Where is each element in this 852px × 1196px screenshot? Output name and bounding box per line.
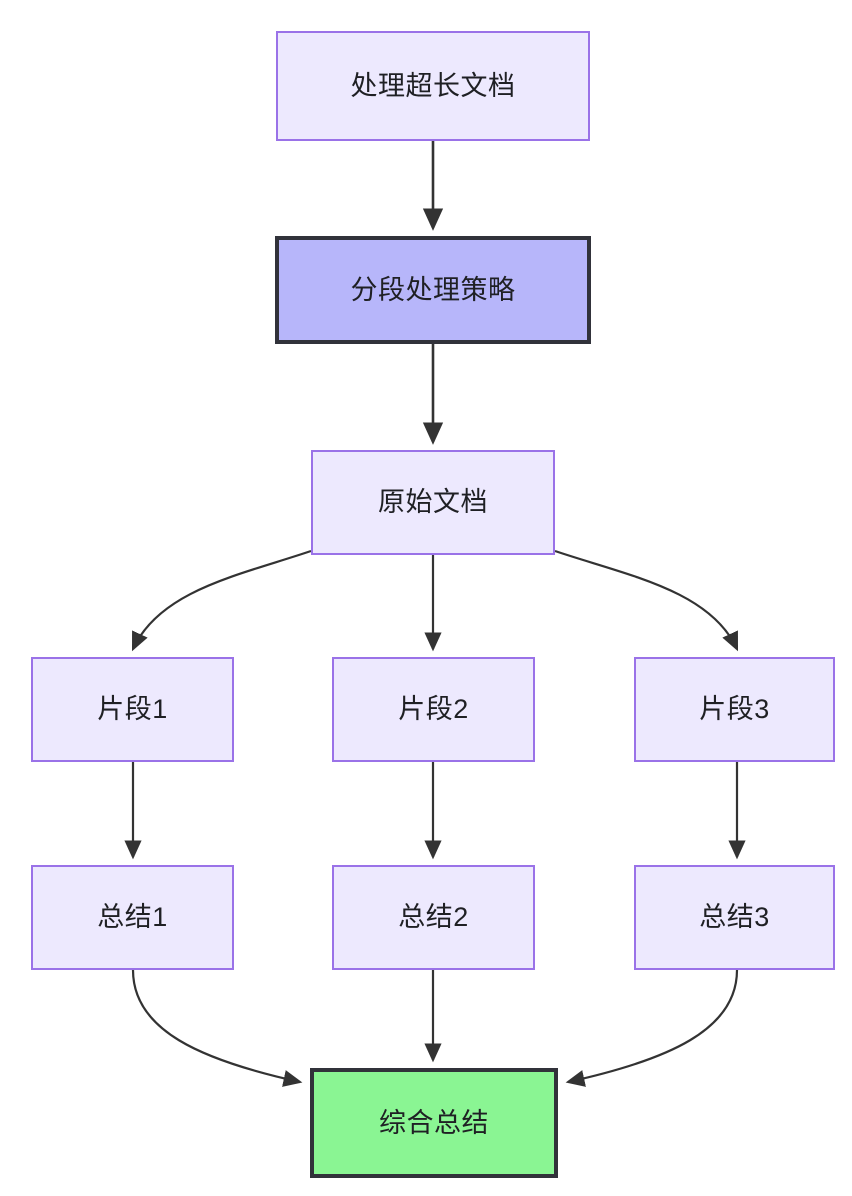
node-chunk-2[interactable]: 片段2 xyxy=(332,657,535,762)
node-original-doc[interactable]: 原始文档 xyxy=(311,450,555,555)
node-strategy[interactable]: 分段处理策略 xyxy=(275,236,591,344)
node-summary-2[interactable]: 总结2 xyxy=(332,865,535,970)
node-doc-input-label: 处理超长文档 xyxy=(350,70,516,101)
node-strategy-label: 分段处理策略 xyxy=(350,274,516,305)
node-summary-3[interactable]: 总结3 xyxy=(634,865,835,970)
edge-original-doc-to-chunk-3 xyxy=(554,549,739,652)
node-chunk-3-label: 片段3 xyxy=(699,694,770,725)
node-chunk-1-label: 片段1 xyxy=(97,694,168,725)
node-summary-3-label: 总结3 xyxy=(699,902,770,933)
edge-summary-3-to-final-summary xyxy=(565,969,739,1087)
node-chunk-1[interactable]: 片段1 xyxy=(31,657,234,762)
node-original-doc-label: 原始文档 xyxy=(378,487,488,518)
node-summary-1[interactable]: 总结1 xyxy=(31,865,234,970)
edge-original-doc-to-chunk-1 xyxy=(131,549,312,652)
node-summary-2-label: 总结2 xyxy=(398,902,469,933)
node-chunk-2-label: 片段2 xyxy=(398,694,469,725)
node-summary-1-label: 总结1 xyxy=(97,902,168,933)
edge-summary-1-to-final-summary xyxy=(131,969,303,1087)
node-final-summary[interactable]: 综合总结 xyxy=(310,1068,558,1178)
node-doc-input[interactable]: 处理超长文档 xyxy=(276,31,590,141)
node-chunk-3[interactable]: 片段3 xyxy=(634,657,835,762)
node-final-summary-label: 综合总结 xyxy=(379,1107,489,1138)
